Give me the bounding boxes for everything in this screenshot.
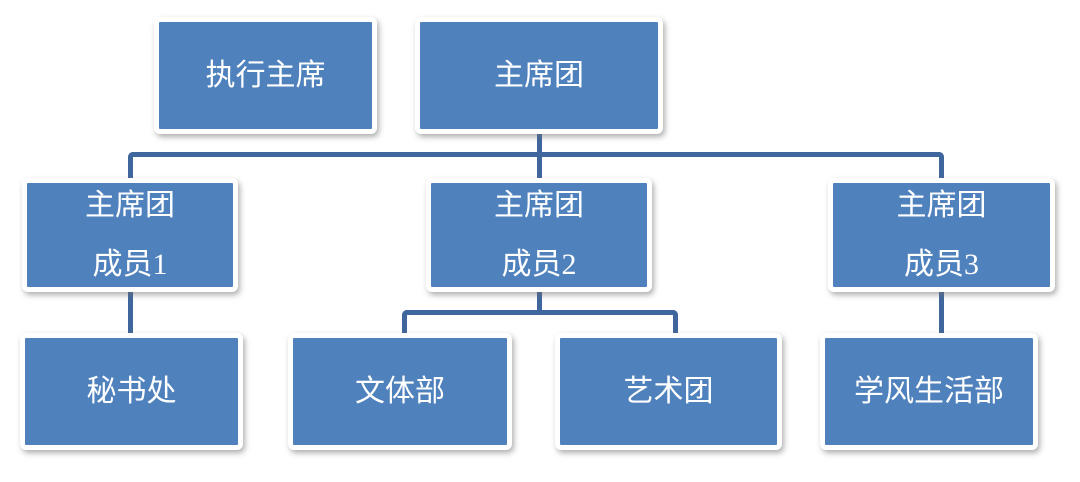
node-presidium-member-2: 主席团 成员2: [426, 178, 652, 292]
node-presidium-member-1: 主席团 成员1: [22, 178, 238, 292]
connector-member3-study-life: [939, 290, 944, 334]
connector-presidium-children-bar: [128, 152, 944, 179]
node-label: 秘书处: [86, 374, 177, 408]
node-label: 主席团: [494, 58, 584, 92]
node-label: 文体部: [355, 374, 445, 408]
node-label: 主席团: [85, 189, 175, 222]
node-label: 成员2: [501, 247, 577, 281]
node-art-troupe: 艺术团: [555, 333, 782, 450]
node-executive-chair: 执行主席: [154, 17, 377, 134]
node-label: 主席团: [494, 189, 584, 222]
node-secretariat: 秘书处: [20, 333, 243, 450]
connector-presidium-stub: [537, 130, 542, 154]
node-presidium-member-3: 主席团 成员3: [828, 178, 1055, 292]
node-label: 成员3: [904, 247, 979, 281]
node-label: 执行主席: [205, 58, 326, 92]
connector-member1-secretariat: [128, 290, 133, 334]
node-study-life-dept: 学风生活部: [820, 333, 1038, 450]
connector-presidium-member2-drop: [537, 157, 542, 179]
node-label: 艺术团: [623, 374, 714, 408]
node-culture-sports-dept: 文体部: [288, 333, 512, 450]
node-presidium: 主席团: [415, 17, 663, 134]
connector-member2-children-bracket: [402, 310, 678, 334]
node-label: 学风生活部: [854, 374, 1004, 408]
connector-member2-stub: [537, 290, 542, 312]
node-label: 主席团: [896, 189, 987, 222]
node-label: 成员1: [92, 247, 168, 281]
